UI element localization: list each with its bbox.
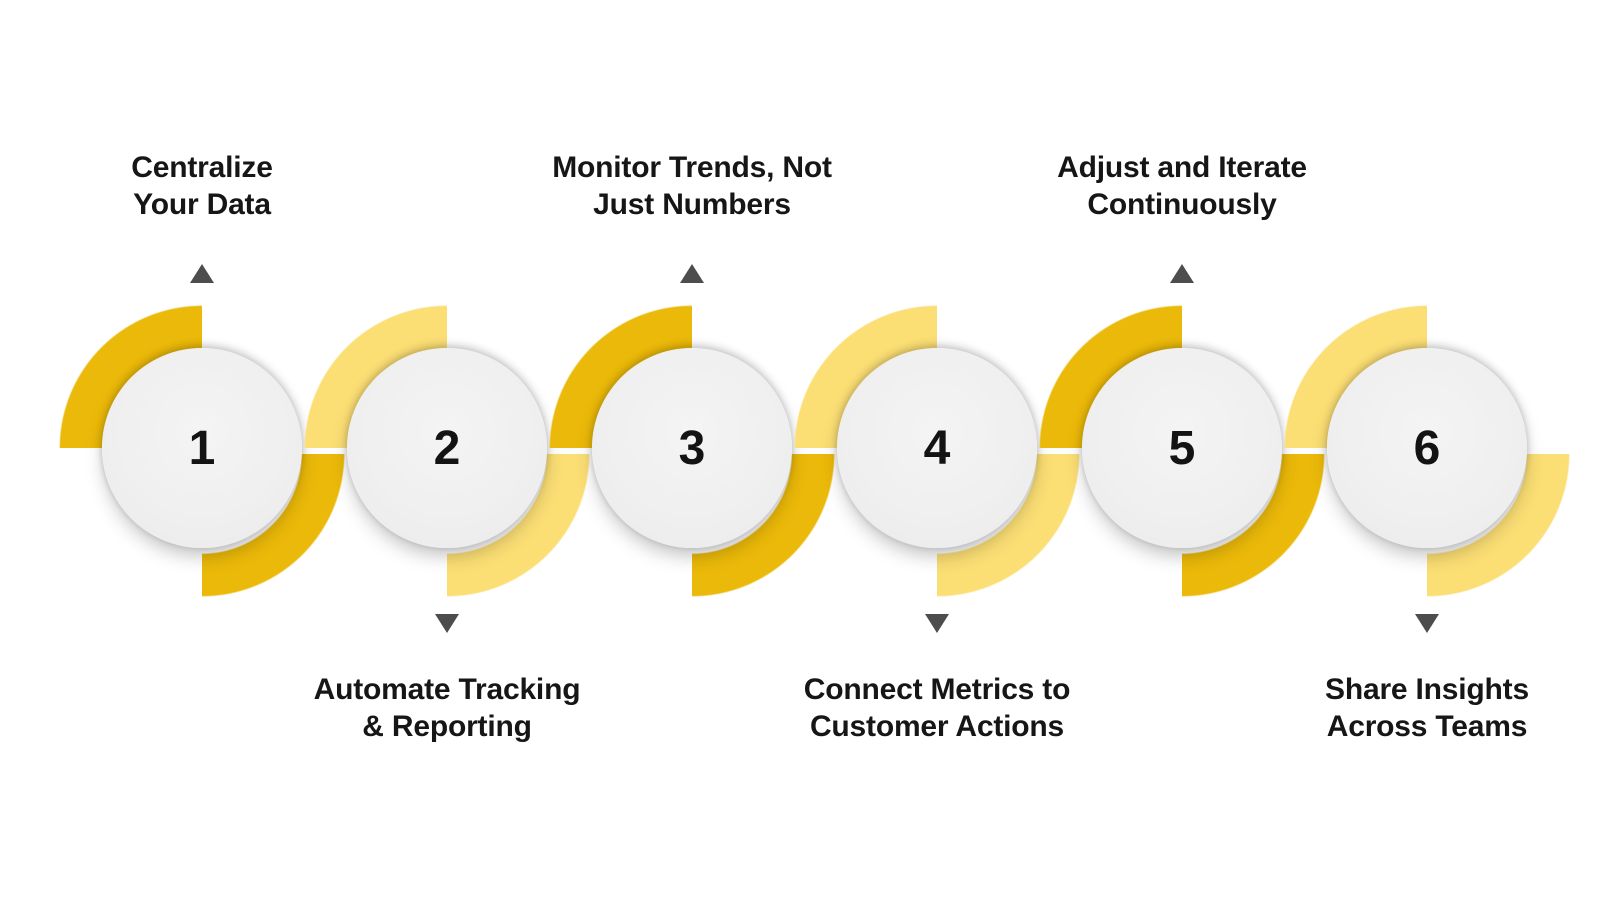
- step-label: Automate Tracking & Reporting: [313, 673, 581, 743]
- step-circle-2: 2: [347, 348, 547, 548]
- step-label: Connect Metrics to Customer Actions: [803, 673, 1071, 743]
- step-circle-4: 4: [837, 348, 1037, 548]
- step-label: Monitor Trends, Not Just Numbers: [552, 151, 832, 221]
- step-number: 1: [188, 421, 216, 475]
- arrow-down-icon: [925, 614, 949, 633]
- step-label: Share Insights Across Teams: [1325, 673, 1529, 743]
- step-number: 6: [1413, 421, 1441, 475]
- arrow-down-icon: [435, 614, 459, 633]
- arrow-up-icon: [680, 264, 704, 283]
- step-circle-6: 6: [1327, 348, 1527, 548]
- step-number: 5: [1168, 421, 1196, 475]
- step-number: 4: [923, 421, 951, 475]
- arrow-down-icon: [1415, 614, 1439, 633]
- arrow-up-icon: [1170, 264, 1194, 283]
- step-circle-3: 3: [592, 348, 792, 548]
- step-label: Adjust and Iterate Continuously: [1057, 151, 1307, 221]
- step-number: 2: [433, 421, 461, 475]
- step-circle-1: 1: [102, 348, 302, 548]
- arrow-up-icon: [190, 264, 214, 283]
- step-label: Centralize Your Data: [131, 151, 273, 221]
- step-circle-5: 5: [1082, 348, 1282, 548]
- step-number: 3: [678, 421, 706, 475]
